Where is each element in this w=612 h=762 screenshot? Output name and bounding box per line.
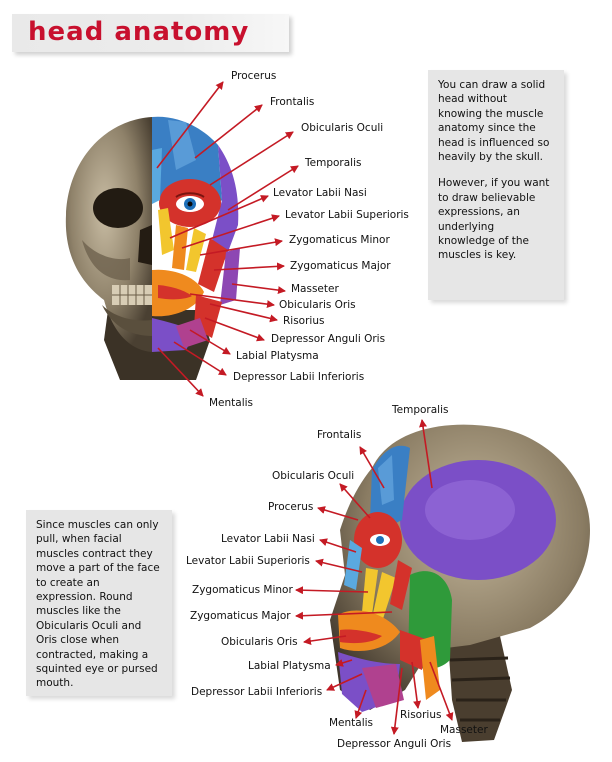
side-label-labial-platysma: Labial Platysma xyxy=(248,660,331,672)
front-arrow xyxy=(213,262,285,271)
front-label-zygomaticus-minor: Zygomaticus Minor xyxy=(289,234,390,246)
front-arrow xyxy=(227,165,299,211)
side-arrow xyxy=(390,667,403,735)
side-arrow xyxy=(326,673,363,691)
bottom-note-text: Since muscles can only pull, when facial… xyxy=(36,519,160,690)
front-arrow xyxy=(231,283,286,295)
side-arrow xyxy=(295,611,393,620)
front-label-depressor-labii-inferioris: Depressor Labii Inferioris xyxy=(233,371,365,383)
side-label-depressor-labii-inferioris: Depressor Labii Inferioris xyxy=(191,686,323,698)
front-label-risorius: Risorius xyxy=(283,315,325,327)
front-arrow xyxy=(209,303,278,323)
side-label-depressor-anguli-oris: Depressor Anguli Oris xyxy=(337,738,452,750)
top-note-box: You can draw a solid head without knowin… xyxy=(428,70,564,300)
front-arrow xyxy=(209,131,294,186)
side-arrow xyxy=(319,538,357,553)
side-arrow xyxy=(411,661,422,709)
front-label-levator-labii-superioris: Levator Labii Superioris xyxy=(285,209,409,221)
side-arrow xyxy=(303,635,347,645)
side-label-zygomaticus-minor: Zygomaticus Minor xyxy=(192,584,293,596)
side-arrow xyxy=(295,586,369,595)
top-note-paragraph-2: However, if you want to draw believable … xyxy=(438,177,550,262)
front-label-levator-labii-nasi: Levator Labii Nasi xyxy=(273,187,367,199)
front-label-procerus: Procerus xyxy=(231,70,277,82)
top-note-paragraph-1: You can draw a solid head without knowin… xyxy=(438,79,550,164)
front-arrow xyxy=(189,329,231,355)
side-label-levator-labii-nasi: Levator Labii Nasi xyxy=(221,533,315,545)
front-leader-arrows xyxy=(156,81,299,397)
side-label-procerus: Procerus xyxy=(268,501,314,513)
front-label-zygomaticus-major: Zygomaticus Major xyxy=(290,260,391,272)
front-arrow xyxy=(194,104,263,159)
side-arrow xyxy=(335,659,353,667)
front-arrow xyxy=(156,81,224,169)
side-label-levator-labii-superioris: Levator Labii Superioris xyxy=(186,555,310,567)
front-arrow xyxy=(189,293,275,309)
front-label-labial-platysma: Labial Platysma xyxy=(236,350,319,362)
side-label-mentalis: Mentalis xyxy=(329,717,374,729)
front-label-depressor-anguli-oris: Depressor Anguli Oris xyxy=(271,333,386,345)
front-label-frontalis: Frontalis xyxy=(270,96,315,108)
side-arrow xyxy=(429,661,454,721)
front-arrow xyxy=(181,214,280,249)
side-skull-figure xyxy=(330,424,590,742)
side-label-frontalis: Frontalis xyxy=(317,429,362,441)
front-arrow xyxy=(199,238,283,256)
front-arrow xyxy=(204,317,265,342)
side-label-risorius: Risorius xyxy=(400,709,442,721)
front-label-temporalis: Temporalis xyxy=(305,157,362,169)
front-label-obicularis-oris: Obicularis Oris xyxy=(279,299,356,311)
side-leader-arrows xyxy=(295,419,454,735)
side-arrow xyxy=(359,446,385,489)
side-label-zygomaticus-major: Zygomaticus Major xyxy=(190,610,291,622)
side-arrow xyxy=(419,419,433,489)
side-arrow xyxy=(317,506,359,521)
side-arrow xyxy=(339,483,371,519)
title-banner xyxy=(12,14,289,52)
front-label-obicularis-oculi: Obicularis Oculi xyxy=(301,122,384,134)
front-arrow xyxy=(157,347,204,397)
side-label-temporalis: Temporalis xyxy=(392,404,449,416)
front-label-masseter: Masseter xyxy=(291,283,339,295)
front-arrow xyxy=(173,341,227,376)
front-arrow xyxy=(169,195,269,239)
front-skull-figure xyxy=(65,116,240,380)
page-title: head anatomy xyxy=(28,17,250,47)
side-label-obicularis-oris: Obicularis Oris xyxy=(221,636,298,648)
side-label-obicularis-oculi: Obicularis Oculi xyxy=(272,470,355,482)
bottom-note-box: Since muscles can only pull, when facial… xyxy=(26,510,172,696)
front-label-mentalis: Mentalis xyxy=(209,397,254,409)
side-label-masseter: Masseter xyxy=(440,724,488,736)
side-arrow xyxy=(354,689,367,719)
side-arrow xyxy=(315,558,363,573)
